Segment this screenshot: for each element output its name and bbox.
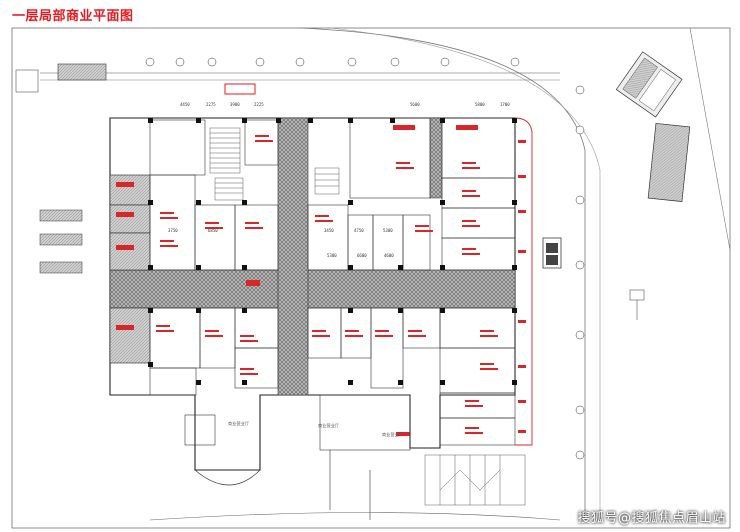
lower-partitions <box>149 307 516 446</box>
dimension-label: 3900 <box>230 102 240 107</box>
dimension-label: 4600 <box>384 253 394 258</box>
compass-icon <box>629 289 645 320</box>
lower-left-structures <box>149 367 411 520</box>
dimension-label: 4750 <box>354 228 364 233</box>
room-label: 商业营业厅 <box>382 431 403 438</box>
grid-bubbles <box>145 57 585 460</box>
page-title: 一层局部商业平面图 <box>12 9 134 24</box>
room-label: 商业营业厅 <box>318 422 339 429</box>
corridor-vertical <box>277 117 309 396</box>
parking-structure-right <box>615 51 691 202</box>
stair-icon <box>209 127 526 506</box>
top-dimensions: 4450 2275 3900 2225 5600 5800 1700 <box>180 102 510 107</box>
dimension-label: 4450 <box>180 102 190 107</box>
corridor-horizontal <box>109 269 516 309</box>
dimension-label: 2275 <box>206 102 216 107</box>
corridor-network <box>109 117 516 396</box>
watermark-text: 搜狐号@搜狐焦点眉山站 <box>577 511 726 526</box>
structural-columns <box>148 118 517 385</box>
dimension-label: 6850 <box>208 228 218 233</box>
left-units <box>109 174 151 364</box>
room-label: 商业营业厅 <box>228 420 249 427</box>
unit-text-lines <box>156 135 498 434</box>
elevator-icon <box>542 237 562 269</box>
dimension-label: 2225 <box>254 102 264 107</box>
parking-structure-top <box>15 63 256 95</box>
dimension-label: 5300 <box>327 253 337 258</box>
dimension-label: 5600 <box>410 102 420 107</box>
highlight-markers <box>246 125 526 436</box>
mid-dimensions: 3750 6850 3450 4750 5300 5300 6600 4600 <box>168 228 394 258</box>
dimension-label: 6600 <box>357 253 367 258</box>
dimension-label: 5300 <box>383 228 393 233</box>
drawing-frame <box>11 27 731 529</box>
dimension-label: 1700 <box>500 102 510 107</box>
dimension-label: 5800 <box>475 102 485 107</box>
parking-bays-left <box>39 209 83 274</box>
dimension-label: 3750 <box>168 228 178 233</box>
dimension-label: 3450 <box>324 228 334 233</box>
